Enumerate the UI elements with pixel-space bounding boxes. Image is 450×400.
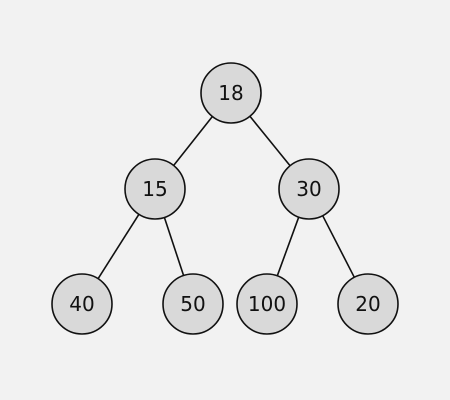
node-circle <box>51 273 113 335</box>
tree-node-100: 100 <box>236 273 298 335</box>
node-label: 20 <box>355 292 380 316</box>
node-circle <box>278 158 340 220</box>
tree-node-15: 15 <box>124 158 186 220</box>
tree-node-50: 50 <box>162 273 224 335</box>
edge-layer <box>97 115 356 280</box>
edge-n15-n40 <box>97 213 140 280</box>
node-circle <box>124 158 186 220</box>
node-circle <box>337 273 399 335</box>
edge-n15-n50 <box>163 217 185 276</box>
tree-node-30: 30 <box>278 158 340 220</box>
node-label: 18 <box>218 81 243 105</box>
node-label: 40 <box>69 292 94 316</box>
node-circle <box>200 62 262 124</box>
node-circle <box>162 273 224 335</box>
edge-n18-n30 <box>249 115 291 167</box>
node-circle <box>236 273 298 335</box>
tree-node-18: 18 <box>200 62 262 124</box>
tree-node-40: 40 <box>51 273 113 335</box>
node-label: 50 <box>180 292 205 316</box>
edge-n30-n20 <box>321 215 356 278</box>
node-label: 100 <box>248 292 286 316</box>
edge-n18-n15 <box>172 116 214 166</box>
tree-node-20: 20 <box>337 273 399 335</box>
node-label: 30 <box>296 177 321 201</box>
edge-n30-n100 <box>276 216 300 277</box>
node-layer: 18 15 30 40 50 100 20 <box>51 62 399 335</box>
node-label: 15 <box>142 177 167 201</box>
